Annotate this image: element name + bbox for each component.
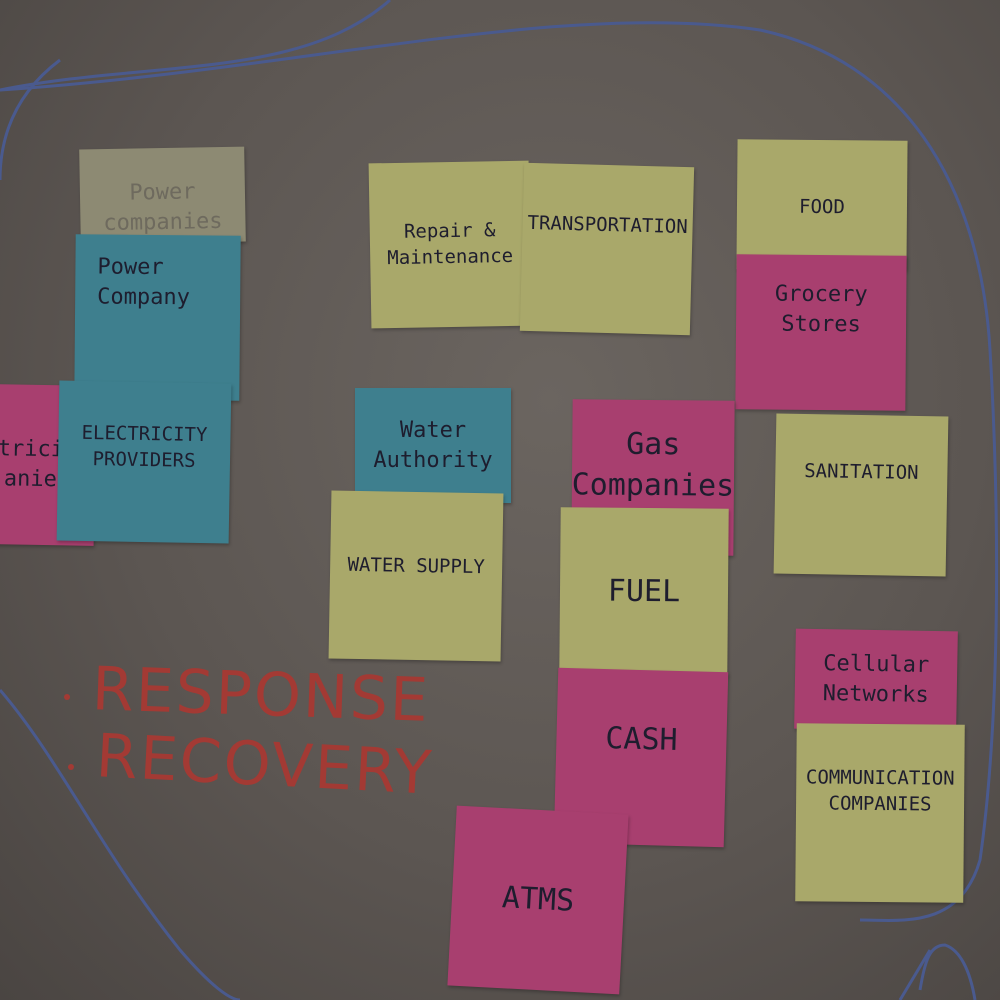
sticky-note-transportation: TRANSPORTATION <box>519 162 695 336</box>
sticky-note-cellular-networks: Cellular Networks <box>794 628 958 732</box>
sticky-note-grocery-stores: Grocery Stores <box>735 254 907 411</box>
sticky-note-power-companies-faded: Power companies <box>79 146 246 245</box>
sticky-note-food: FOOD <box>736 139 908 271</box>
sticky-note-electricity-providers: ELECTRICITY PROVIDERS <box>56 380 232 544</box>
sticky-note-repair-maintenance: Repair & Maintenance <box>368 160 532 329</box>
sticky-note-sanitation: SANITATION <box>773 413 949 577</box>
sticky-note-water-supply: WATER SUPPLY <box>328 490 504 662</box>
sticky-note-water-authority: Water Authority <box>355 388 511 503</box>
sticky-note-fuel: FUEL <box>559 507 729 677</box>
bullet-recovery <box>68 764 74 770</box>
sticky-note-power-company: Power Company <box>74 234 241 401</box>
bullet-response <box>64 694 70 700</box>
sticky-note-communication-companies: COMMUNICATION COMPANIES <box>795 723 965 903</box>
sticky-note-atms: ATMS <box>447 805 629 995</box>
